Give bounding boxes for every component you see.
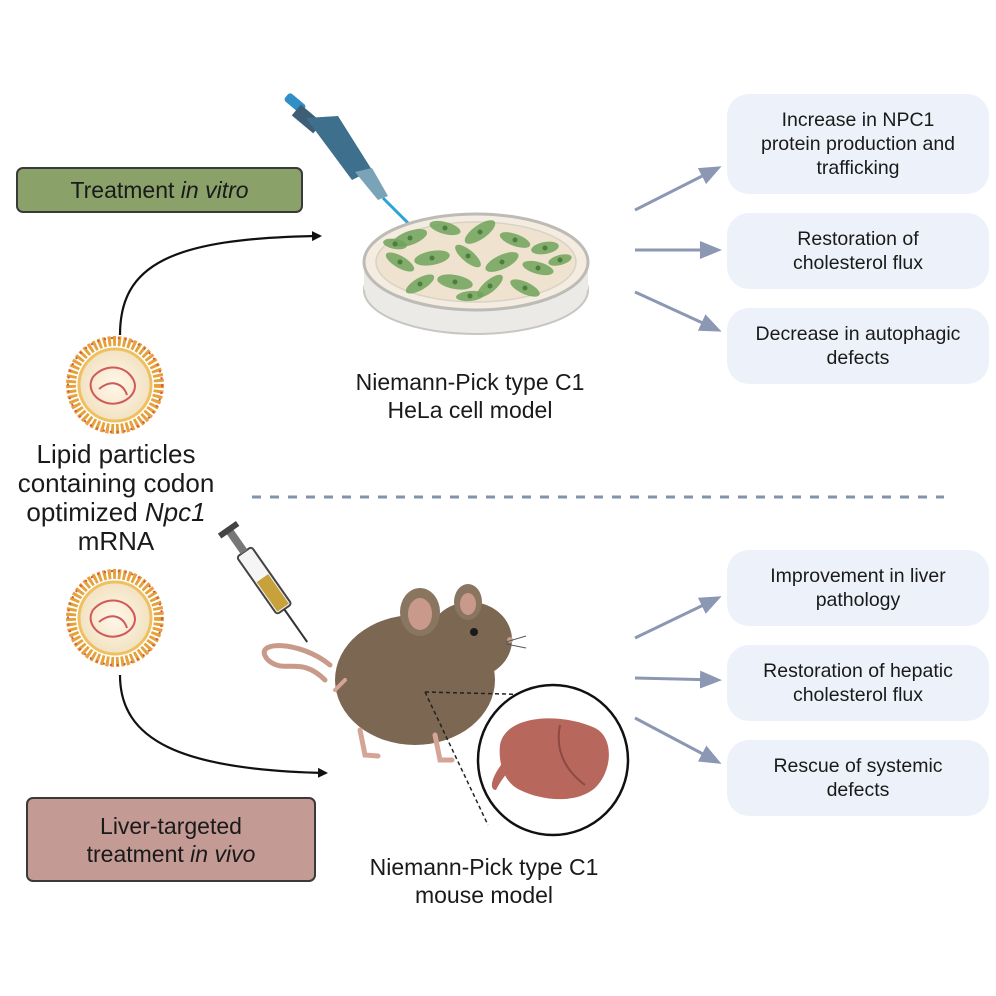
outcome-line: Decrease in autophagic xyxy=(755,323,961,345)
treatment-in-vivo-label: Liver-targeted treatment in vivo xyxy=(26,797,316,882)
outcome-line: defects xyxy=(826,779,890,801)
inset-line-2 xyxy=(424,691,489,826)
outcome-box-npc1-production: Increase in NPC1 protein production and … xyxy=(727,94,989,194)
outcome-line: Increase in NPC1 xyxy=(781,109,935,131)
treatment-in-vivo-line1: Liver-targeted xyxy=(100,812,242,839)
cell-model-caption: Niemann-Pick type C1 HeLa cell model xyxy=(320,368,620,424)
outcome-arrows xyxy=(634,166,722,764)
cell-cluster xyxy=(383,220,572,302)
treatment-in-vivo-line2-prefix: treatment xyxy=(86,840,191,867)
outcome-arrow xyxy=(634,670,722,689)
cell-nucleus xyxy=(487,283,493,289)
cell-nucleus xyxy=(397,259,403,265)
cell-nucleus xyxy=(535,265,541,271)
outcome-line: Improvement in liver xyxy=(770,565,946,587)
cell-nucleus xyxy=(557,257,563,263)
cell-nucleus xyxy=(465,253,471,259)
lipid-label-line1: Lipid particles xyxy=(36,439,196,469)
cell-nucleus xyxy=(392,241,398,247)
outcome-line: Rescue of systemic xyxy=(773,755,943,777)
cell-nucleus xyxy=(407,235,413,241)
lipid-label-line2: containing codon xyxy=(17,468,215,498)
outcome-line: Restoration of xyxy=(797,228,919,250)
treatment-in-vitro-label: Treatment in vitro xyxy=(16,167,303,213)
syringe-icon xyxy=(217,521,309,643)
outcome-box-liver-pathology: Improvement in liver pathology xyxy=(727,550,989,626)
cell-nucleus xyxy=(429,255,435,261)
outcome-box-autophagic-defects: Decrease in autophagic defects xyxy=(727,308,989,384)
pipette-icon xyxy=(284,93,412,227)
outcome-line: protein production and xyxy=(760,133,956,155)
outcome-box-cholesterol-flux: Restoration of cholesterol flux xyxy=(727,213,989,289)
mouse-model-caption: Niemann-Pick type C1 mouse model xyxy=(334,853,634,909)
outcome-line: Restoration of hepatic xyxy=(763,660,953,682)
mouse-model-line1: Niemann-Pick type C1 xyxy=(369,854,599,880)
outcome-line: cholesterol flux xyxy=(792,252,924,274)
cell-nucleus xyxy=(417,281,423,287)
outcome-line: trafficking xyxy=(816,157,900,179)
outcome-arrow xyxy=(634,716,722,764)
lipid-particle-icon-bottom xyxy=(66,569,164,667)
lipid-particles-label: Lipid particles containing codon optimiz… xyxy=(0,440,232,556)
outcome-line: defects xyxy=(826,347,890,369)
cell-nucleus xyxy=(477,229,483,235)
outcome-arrow xyxy=(634,596,722,640)
cell-nucleus xyxy=(442,225,448,231)
outcome-line: pathology xyxy=(815,589,901,611)
treatment-in-vitro-italic: in vitro xyxy=(180,177,249,203)
cell-model-line1: Niemann-Pick type C1 xyxy=(355,369,585,395)
treatment-in-vitro-prefix: Treatment xyxy=(70,177,175,203)
arrow-to-in-vivo xyxy=(118,674,328,778)
outcome-arrow xyxy=(634,166,722,212)
outcome-box-hepatic-cholesterol-flux: Restoration of hepatic cholesterol flux xyxy=(727,645,989,721)
cell-nucleus xyxy=(452,279,458,285)
cell-nucleus xyxy=(522,285,528,291)
lipid-label-line3-italic: Npc1 xyxy=(144,497,206,527)
arrow-to-in-vitro xyxy=(118,231,322,336)
cell-nucleus xyxy=(542,245,548,251)
liver-icon xyxy=(491,718,609,800)
outcome-box-systemic-defects: Rescue of systemic defects xyxy=(727,740,989,816)
outcome-arrow xyxy=(634,290,722,332)
lipid-particle-icon-top xyxy=(66,336,164,434)
mouse-icon xyxy=(261,584,527,763)
lipid-label-line3-prefix: optimized xyxy=(26,497,145,527)
cell-nucleus xyxy=(499,259,505,265)
cell-model-line2: HeLa cell model xyxy=(387,397,553,423)
mouse-model-line2: mouse model xyxy=(414,882,554,908)
treatment-in-vivo-line2-italic: in vivo xyxy=(190,840,256,867)
outcome-line: cholesterol flux xyxy=(792,684,924,706)
cell-nucleus xyxy=(467,293,473,299)
lipid-label-line4: mRNA xyxy=(77,526,155,556)
cell-nucleus xyxy=(512,237,518,243)
